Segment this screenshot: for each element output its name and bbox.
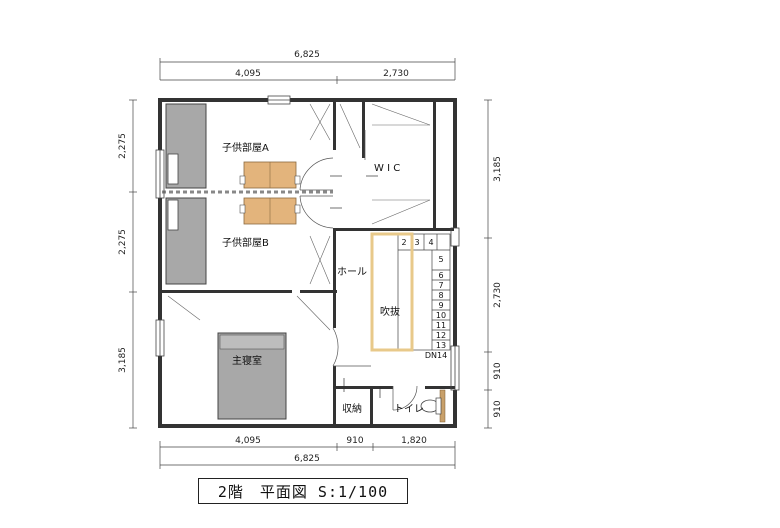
- dimension-lines: [129, 58, 492, 469]
- room-label-master: 主寝室: [232, 354, 262, 367]
- dim-top-right: 2,730: [383, 69, 409, 79]
- closet-marks: [167, 103, 431, 331]
- door-arrows: [330, 175, 381, 398]
- dimension-labels: 6,825 4,095 2,730 4,095 910 1,820 6,825 …: [118, 50, 503, 464]
- room-label-kids-a: 子供部屋A: [222, 141, 269, 154]
- dim-left-1: 2,275: [118, 133, 128, 159]
- plan-title: 2階 平面図 S:1/100: [198, 478, 408, 504]
- room-label-toilet: トイレ: [394, 404, 424, 415]
- step-5: 5: [438, 255, 443, 264]
- step-8: 8: [438, 291, 443, 300]
- step-7: 7: [438, 281, 443, 290]
- room-label-kids-b: 子供部屋B: [222, 236, 269, 249]
- step-10: 10: [436, 311, 446, 320]
- stair-dn-label: DN14: [425, 351, 447, 360]
- dim-bottom-mid: 910: [346, 436, 363, 446]
- pillow-kids-b: [167, 199, 179, 231]
- dim-right-2: 2,730: [493, 282, 503, 308]
- dim-top-left: 4,095: [235, 69, 261, 79]
- stair-step-numbers: 2 3 4 5 6 7 8 9 10 11 12 13 DN14: [401, 238, 447, 360]
- step-13: 13: [436, 341, 446, 350]
- dim-top-total: 6,825: [294, 50, 320, 60]
- room-label-wic: W I C: [374, 163, 400, 174]
- step-3: 3: [414, 238, 419, 247]
- dim-right-1: 3,185: [493, 156, 503, 182]
- walls: [158, 98, 457, 428]
- room-labels: 子供部屋A 子供部屋B W I C ホール 吹抜 主寝室 収納 トイレ: [222, 141, 424, 415]
- dim-bottom-right: 1,820: [401, 436, 427, 446]
- step-4: 4: [428, 238, 433, 247]
- dim-left-3: 3,185: [118, 347, 128, 373]
- step-11: 11: [436, 321, 446, 330]
- step-6: 6: [438, 271, 443, 280]
- dim-right-4: 910: [493, 400, 503, 417]
- dim-left-2: 2,275: [118, 229, 128, 255]
- dim-bottom-left: 4,095: [235, 436, 261, 446]
- step-9: 9: [438, 301, 443, 310]
- room-label-void: 吹抜: [380, 305, 400, 318]
- windows: [155, 95, 460, 391]
- desks: [239, 161, 301, 225]
- toilet-fixture: [420, 389, 446, 423]
- step-2: 2: [401, 238, 406, 247]
- stairs: [397, 233, 451, 351]
- dim-bottom-total: 6,825: [294, 454, 320, 464]
- beds: [165, 103, 287, 420]
- step-12: 12: [436, 331, 446, 340]
- dim-right-3: 910: [493, 362, 503, 379]
- room-label-storage: 収納: [342, 402, 362, 415]
- pillow-kids-a: [167, 153, 179, 185]
- void-area: [370, 232, 414, 352]
- pillow-master: [219, 334, 285, 350]
- room-label-hall: ホール: [337, 266, 367, 278]
- door-swings: [299, 130, 418, 411]
